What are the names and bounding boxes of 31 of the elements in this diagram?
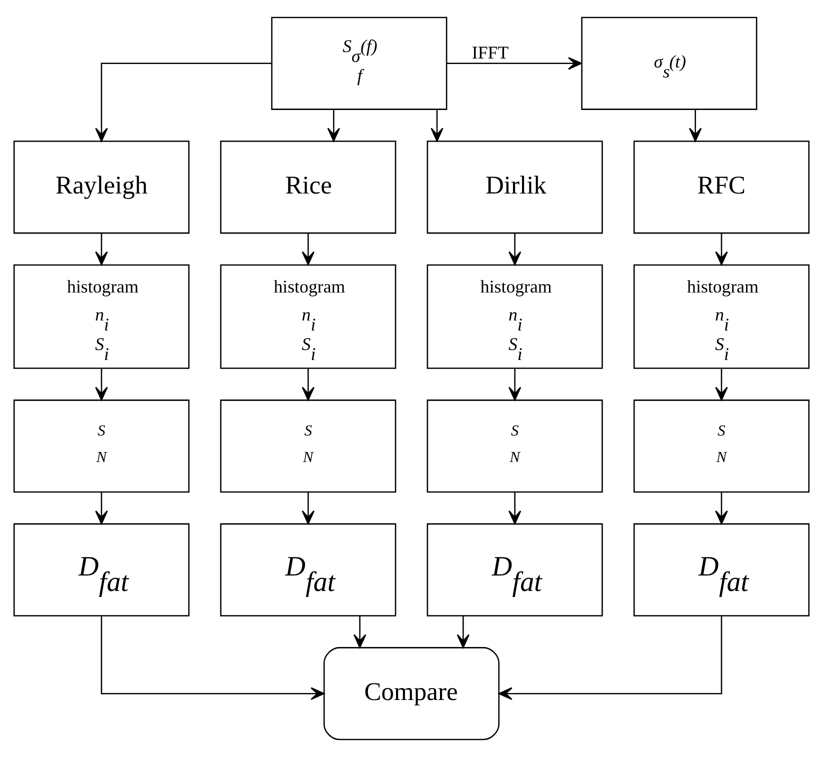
node-box: S N (426, 400, 602, 493)
arrow (456, 616, 470, 648)
arrow (714, 368, 728, 401)
node-box: Rice (220, 140, 396, 234)
node-box: S N (220, 400, 396, 493)
node-box: RFC (632, 140, 810, 234)
arrow (94, 492, 108, 524)
arrow (94, 368, 108, 401)
node-box: Dirlik (426, 140, 602, 234)
arrow (508, 492, 521, 524)
arrow (430, 109, 443, 142)
node-box: Compare (322, 647, 500, 740)
arrow (301, 233, 314, 266)
arrow (688, 109, 702, 142)
arrow (301, 492, 314, 524)
arrow (326, 109, 340, 142)
arrow (498, 616, 722, 700)
arrow (94, 233, 108, 266)
arrow (94, 62, 272, 142)
arrow (301, 368, 314, 401)
arrow (100, 616, 324, 700)
arrow (508, 233, 521, 266)
edge-label: IFFT (471, 42, 508, 63)
arrow (352, 616, 366, 648)
arrow (714, 492, 728, 524)
arrow (446, 57, 582, 70)
arrow (714, 233, 728, 266)
arrow (508, 368, 521, 401)
node-box: S N (632, 400, 810, 493)
node-box: S N (12, 400, 190, 493)
node-box: Rayleigh (12, 140, 190, 234)
